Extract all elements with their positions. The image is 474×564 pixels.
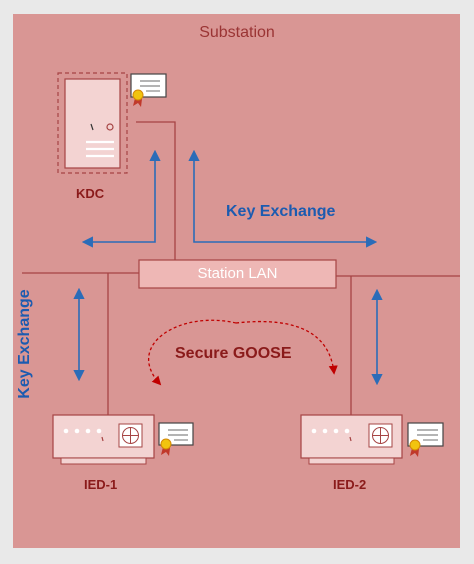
kdc-certificate-icon [130,73,167,107]
secure-goose-arrow-right [235,320,338,375]
ied-1-certificate-icon [158,422,194,456]
key-exchange-arrow-left [81,149,161,248]
ied-2-certificate-icon [407,422,444,457]
kdc-label: KDC [76,186,105,201]
kdc-server-icon [57,72,128,174]
station-lan-bar [138,259,337,289]
station-lan-label: Station LAN [197,265,278,282]
key-exchange-side-label: Key Exchange [16,289,33,399]
key-exchange-arrow-right [188,149,378,248]
ied-2-device-icon [300,414,403,465]
key-exchange-top-label: Key Exchange [226,203,336,220]
network-lines [22,121,460,417]
ied-1-device-icon [52,414,155,465]
secure-goose-label: Secure GOOSE [175,345,292,362]
secure-goose-arrow-left [147,319,237,386]
ied-2-label: IED-2 [333,477,367,492]
ied-1-label: IED-1 [84,477,118,492]
substation-title: Substation [199,24,275,41]
